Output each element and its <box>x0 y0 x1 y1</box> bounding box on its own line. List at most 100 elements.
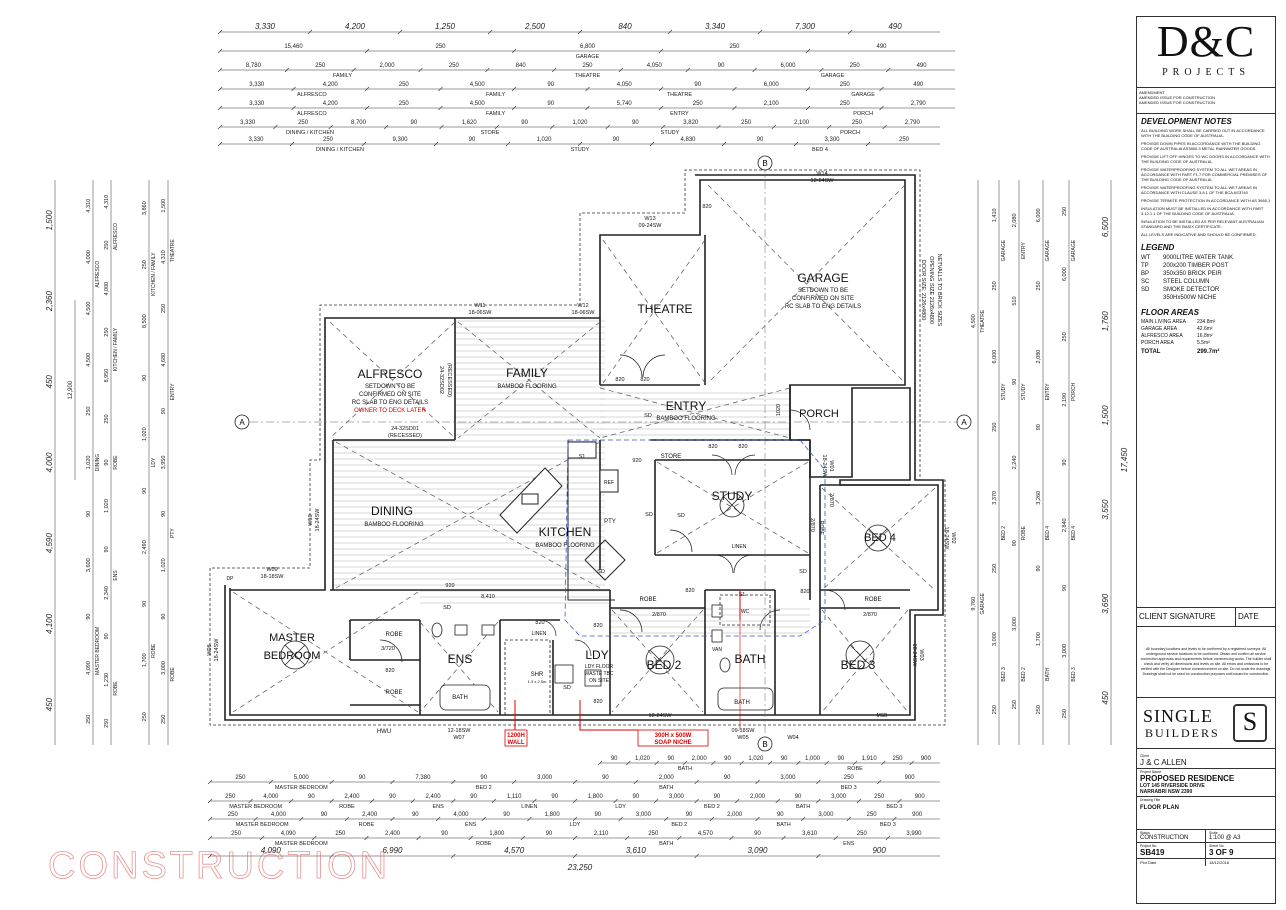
dimension-text: 250 <box>104 241 110 250</box>
dimension-text: PORCH <box>840 130 860 136</box>
tag-w10d: 18-24SW <box>315 508 321 532</box>
dimension-tick <box>291 86 296 92</box>
dimension-tick <box>468 835 473 841</box>
room-bed4: BED 4 <box>864 532 896 544</box>
dimension-text: 90 <box>777 812 784 818</box>
dimension-text: 90 <box>632 120 639 126</box>
dimension-text: BED 3 <box>1071 667 1077 682</box>
dimension-text: 90 <box>694 82 701 88</box>
dimension-tick <box>709 816 715 822</box>
development-notes: DEVELOPMENT NOTES ALL BUILDING WORK SHAL… <box>1137 114 1275 359</box>
sd-g: SD <box>563 685 571 691</box>
dimension-text: 250 <box>582 63 593 69</box>
dimension-text: 3,000 <box>780 775 796 781</box>
dimension-text: 250 <box>104 328 110 337</box>
dimension-text: 250 <box>867 812 878 818</box>
dimension-tick <box>273 124 278 130</box>
dimension-text: 2,360 <box>45 291 54 313</box>
dimension-text: THEATRE <box>980 309 986 333</box>
dimension-tick <box>721 141 727 147</box>
dimension-text: BED 3 <box>880 822 896 828</box>
dimension-text: 250 <box>161 715 167 724</box>
dimension-text: 90 <box>412 812 419 818</box>
dimension-text: MASTER BEDROOM <box>95 627 101 675</box>
room-robe-m1: ROBE <box>385 632 402 638</box>
tag-w03: W03 <box>918 649 924 660</box>
dimension-tick <box>572 835 578 841</box>
dimension-tick <box>268 779 274 785</box>
dimension-text: 250 <box>435 44 446 50</box>
dimension-text: 450 <box>45 375 54 389</box>
dimension-text: MASTER BEDROOM <box>275 785 328 791</box>
dimension-tick <box>664 816 669 822</box>
dimension-text: 4,500 <box>470 82 486 88</box>
dimension-tick <box>767 760 773 766</box>
dimension-text: BED 2 <box>1021 667 1027 682</box>
legend-value: STEEL COLUMN <box>1163 279 1210 285</box>
dimension-tick <box>451 853 456 859</box>
dimension-text: 2,840 <box>1062 518 1068 532</box>
dimension-tick <box>351 67 356 73</box>
eave-line <box>209 169 946 726</box>
dimension-tick <box>344 816 350 822</box>
dimension-text: PORCH <box>1071 382 1077 400</box>
floor-kitchen: BAMBOO FLOORING <box>535 543 595 549</box>
dimension-tick <box>312 835 317 841</box>
dimension-text: STORE <box>481 130 500 136</box>
dimension-tick <box>572 816 578 822</box>
dimension-text: 250 <box>323 137 334 143</box>
room-entry: ENTRY <box>666 399 706 413</box>
dimension-text: 9,300 <box>392 137 408 143</box>
dimension-text: 4,050 <box>647 63 663 69</box>
dimension-text: 1,020 <box>86 456 92 470</box>
dimension-text: 90 <box>754 831 761 837</box>
kitchen-services-outline <box>564 439 826 637</box>
dimension-text: 3,610 <box>802 831 818 837</box>
dimension-text: ENS <box>465 822 477 828</box>
dimension-text: 90 <box>714 794 721 800</box>
dimension-text: 900 <box>905 775 916 781</box>
dimension-tick <box>364 105 370 111</box>
room-theatre: THEATRE <box>637 302 692 316</box>
dimension-tick <box>418 67 423 73</box>
dimension-text: 1,760 <box>1101 311 1110 332</box>
dimension-text: ENS <box>113 570 119 581</box>
dimension-text: 250 <box>648 831 659 837</box>
dimension-tick <box>390 816 395 822</box>
plot-date-row: Plot Date 18/12/2018 <box>1137 859 1275 866</box>
note-ldy-1: LDY FLOOR <box>585 664 614 670</box>
dimension-text: ENTRY <box>670 111 689 117</box>
tag-door: DOOR SIZE: 2126x4800 <box>920 260 926 321</box>
dimension-tick <box>732 105 737 111</box>
dimension-text: 3,000 <box>669 794 685 800</box>
dev-note: PROVIDE WATERPROOFING SYSTEM TO ALL WET … <box>1141 167 1268 182</box>
dimension-tick <box>217 48 223 54</box>
red-callouts <box>504 590 741 747</box>
dimension-text: ENTRY <box>1021 242 1027 260</box>
dimension-text: 1,020 <box>104 499 110 513</box>
dimension-tick <box>667 29 673 35</box>
dimension-tick <box>755 779 760 785</box>
dimension-text: 1,020 <box>572 120 588 126</box>
dimension-text: 250 <box>1062 332 1068 341</box>
dimension-text: 250 <box>142 712 148 721</box>
dimension-text: 3,000 <box>992 632 998 646</box>
dimension-text: 2,400 <box>362 812 378 818</box>
dimension-text: 4,830 <box>680 137 696 143</box>
dimension-tick <box>291 105 296 111</box>
scale-label: Scale <box>1209 831 1218 835</box>
dimension-text: BED 3 <box>1001 667 1007 682</box>
ceiling-diagonals <box>232 184 936 713</box>
dimension-text: 3,820 <box>683 120 699 126</box>
dimension-text: 250 <box>1036 281 1042 290</box>
grid-a-left-bubble <box>234 414 250 430</box>
dimension-tick <box>207 835 213 841</box>
legend-value: 9000LITRE WATER TANK <box>1163 255 1234 261</box>
client-row: Client J & C ALLEN <box>1137 753 1275 769</box>
dimension-tick <box>805 48 811 54</box>
dimension-text: 1,020 <box>536 137 552 143</box>
dimension-text: 3,000 <box>1012 617 1018 631</box>
